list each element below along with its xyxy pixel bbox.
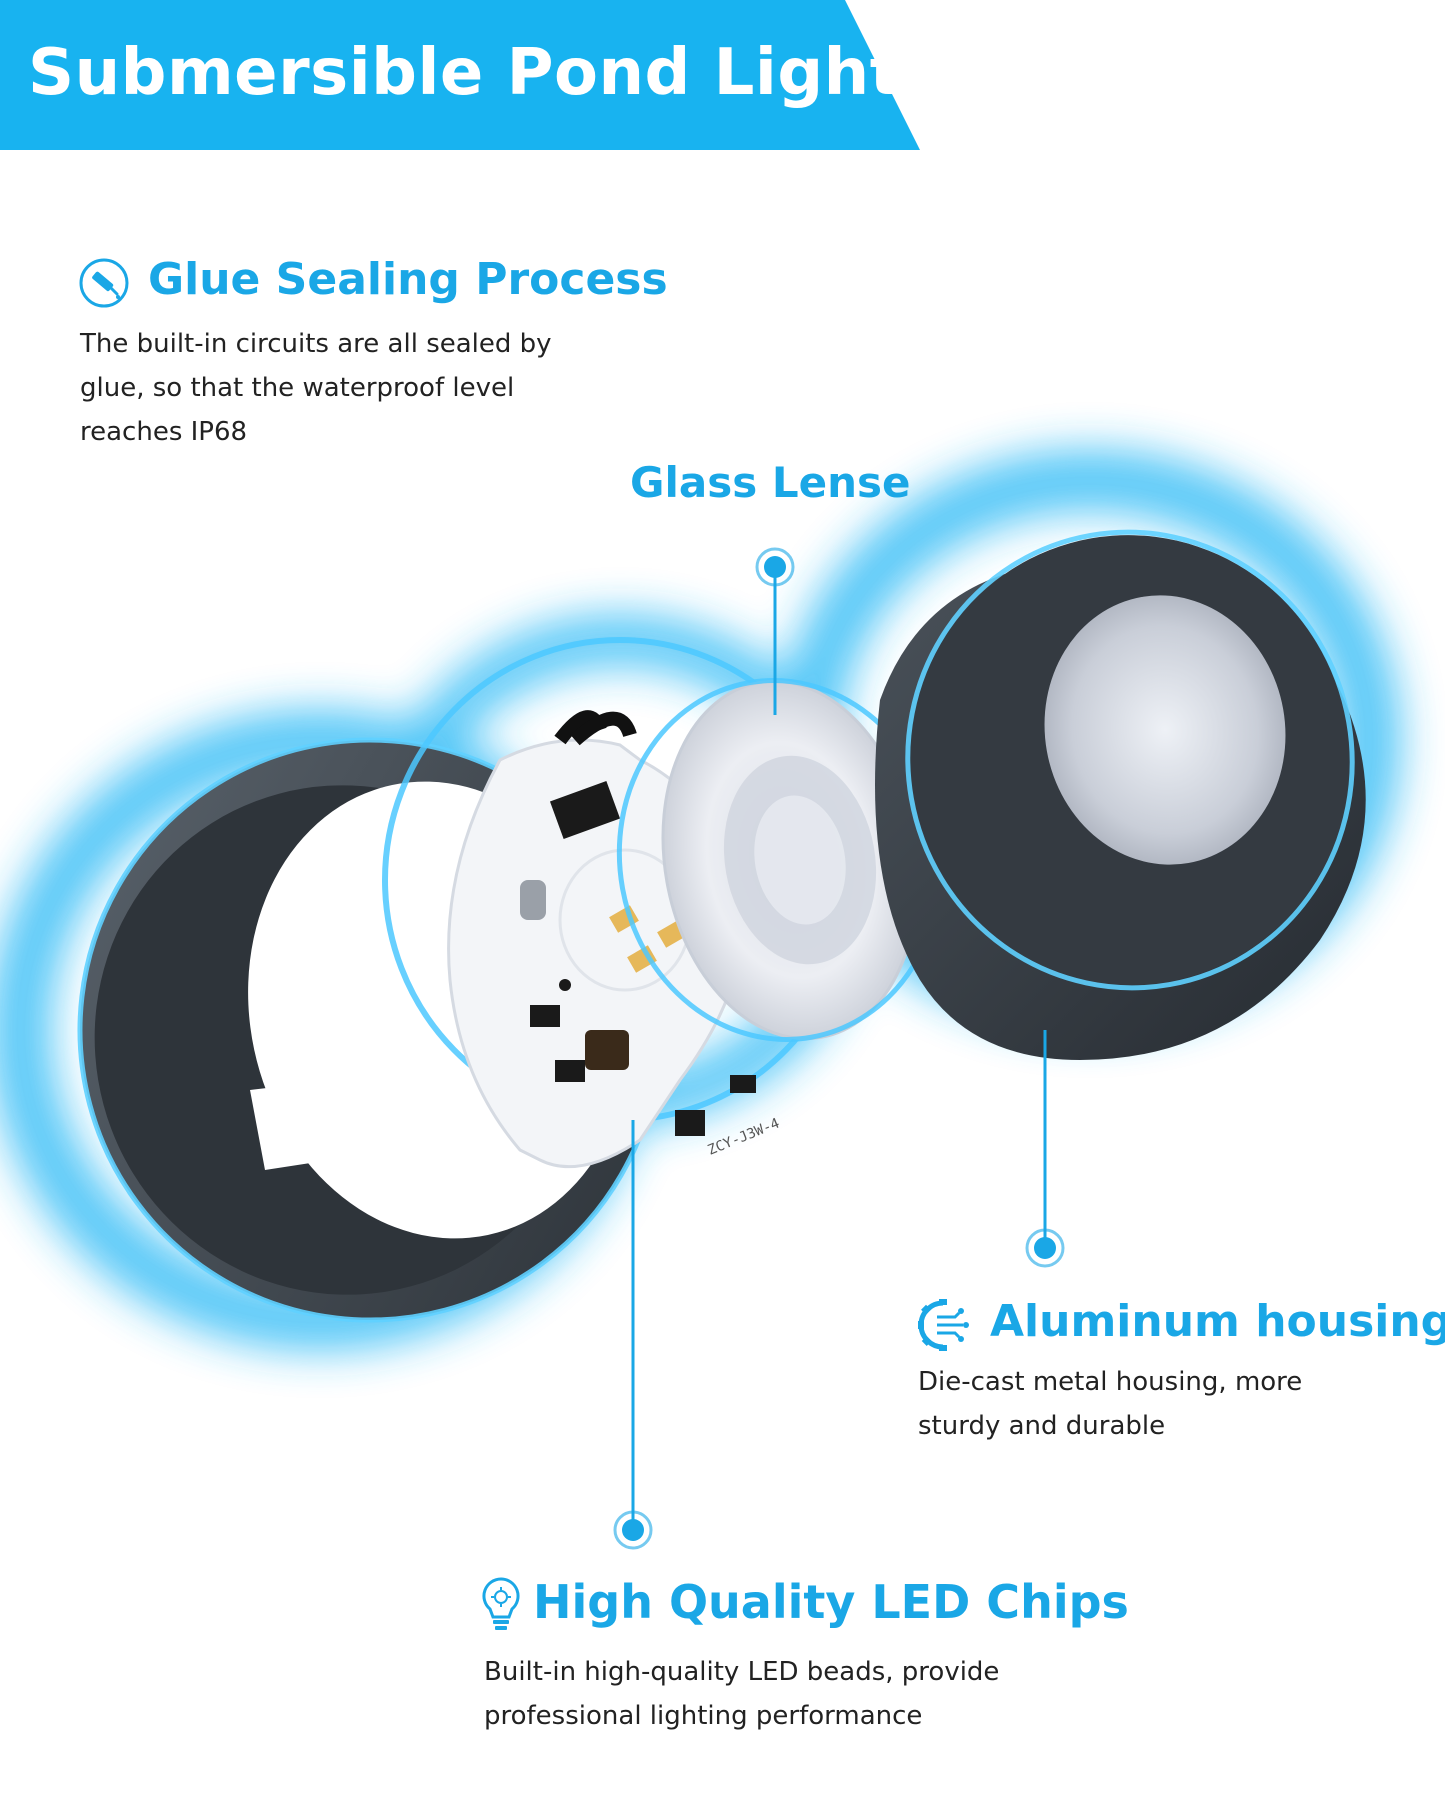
glue-sealing-title: Glue Sealing Process [148, 254, 668, 305]
housing-desc-line: sturdy and durable [918, 1411, 1166, 1441]
glue-desc-line: The built-in circuits are all sealed by [80, 329, 552, 359]
led-desc-line: Built-in high-quality LED beads, provide [484, 1657, 1000, 1687]
glue-desc-line: glue, so that the waterproof level [80, 373, 515, 403]
housing-pointer-dot [1034, 1237, 1056, 1259]
glass-lense-title: Glass Lense [630, 458, 911, 507]
glue-tube-icon [79, 258, 129, 308]
pointer-dots [622, 556, 1056, 1541]
pointer-lines [631, 570, 1047, 1530]
led-pointer-dot [622, 1519, 644, 1541]
aluminum-housing [875, 529, 1366, 1060]
circuit-gear-icon [918, 1299, 969, 1351]
aluminum-housing-description: Die-cast metal housing, more sturdy and … [918, 1360, 1302, 1448]
page-title: Submersible Pond Lights [28, 36, 940, 110]
glue-desc-line: reaches IP68 [80, 417, 248, 447]
light-bulb-icon [482, 1577, 520, 1630]
led-chips-title: High Quality LED Chips [533, 1575, 1129, 1629]
led-desc-line: professional lighting performance [484, 1701, 923, 1731]
aluminum-housing-title: Aluminum housing [990, 1296, 1445, 1347]
lens-pointer-dot [764, 556, 786, 578]
glue-sealing-description: The built-in circuits are all sealed by … [80, 322, 552, 454]
housing-desc-line: Die-cast metal housing, more [918, 1367, 1303, 1397]
pcb-model-label: ZCY-J3W-4 [706, 1115, 782, 1158]
title-banner [0, 0, 920, 150]
led-chips-description: Built-in high-quality LED beads, provide… [484, 1650, 999, 1738]
